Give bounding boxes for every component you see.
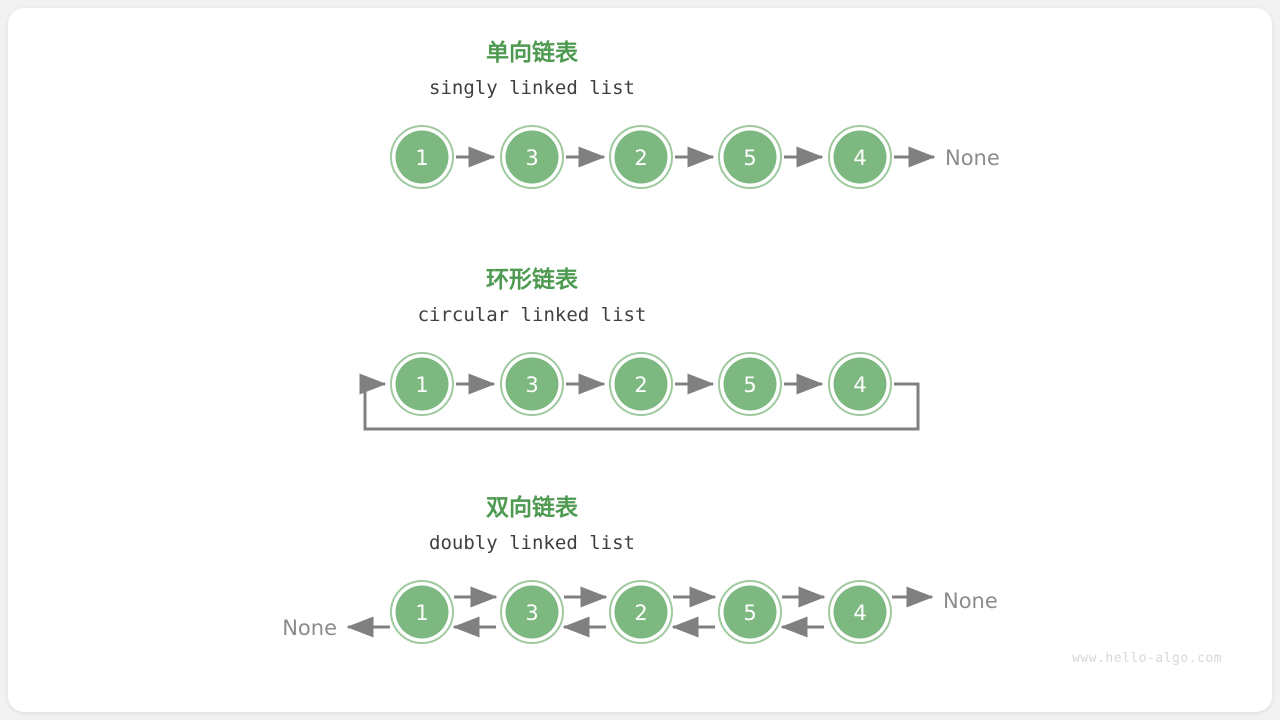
circular-node-0: 1: [390, 352, 454, 416]
doubly-node-2: 2: [609, 580, 673, 644]
doubly-title-en: doubly linked list: [429, 532, 635, 554]
node-value: 1: [415, 146, 428, 170]
singly-node-4: 4: [828, 125, 892, 189]
circular-node-4: 4: [828, 352, 892, 416]
singly-linked-list-group: 单向链表 singly linked list 1 3 2: [390, 39, 1000, 189]
circular-node-1: 3: [500, 352, 564, 416]
doubly-node-4: 4: [828, 580, 892, 644]
singly-node-3: 5: [718, 125, 782, 189]
doubly-title-cn: 双向链表: [486, 494, 579, 521]
node-value: 4: [853, 146, 866, 170]
node-value: 4: [853, 601, 866, 625]
watermark-label: www.hello-algo.com: [1072, 651, 1222, 666]
node-value: 4: [853, 373, 866, 397]
node-value: 3: [525, 146, 538, 170]
node-value: 5: [743, 373, 756, 397]
node-value: 2: [634, 373, 647, 397]
singly-title-cn: 单向链表: [486, 39, 579, 66]
node-value: 5: [743, 146, 756, 170]
circular-title-en: circular linked list: [418, 304, 647, 326]
doubly-tail-none-label: None: [943, 589, 998, 613]
singly-title-en: singly linked list: [429, 77, 635, 99]
node-value: 1: [415, 373, 428, 397]
node-value: 3: [525, 373, 538, 397]
doubly-node-3: 5: [718, 580, 782, 644]
singly-node-1: 3: [500, 125, 564, 189]
doubly-head-none-label: None: [282, 616, 337, 640]
singly-node-2: 2: [609, 125, 673, 189]
node-value: 1: [415, 601, 428, 625]
doubly-node-1: 3: [500, 580, 564, 644]
circular-title-cn: 环形链表: [486, 266, 579, 293]
node-value: 5: [743, 601, 756, 625]
circular-linked-list-group: 环形链表 circular linked list 1 3 2: [359, 266, 920, 431]
doubly-node-0: 1: [390, 580, 454, 644]
singly-tail-none-label: None: [945, 146, 1000, 170]
node-value: 3: [525, 601, 538, 625]
circular-node-2: 2: [609, 352, 673, 416]
circular-loop-edge: [359, 373, 920, 431]
node-value: 2: [634, 146, 647, 170]
circular-node-3: 5: [718, 352, 782, 416]
singly-node-0: 1: [390, 125, 454, 189]
node-value: 2: [634, 601, 647, 625]
doubly-linked-list-group: 双向链表 doubly linked list 1 3: [282, 494, 998, 644]
